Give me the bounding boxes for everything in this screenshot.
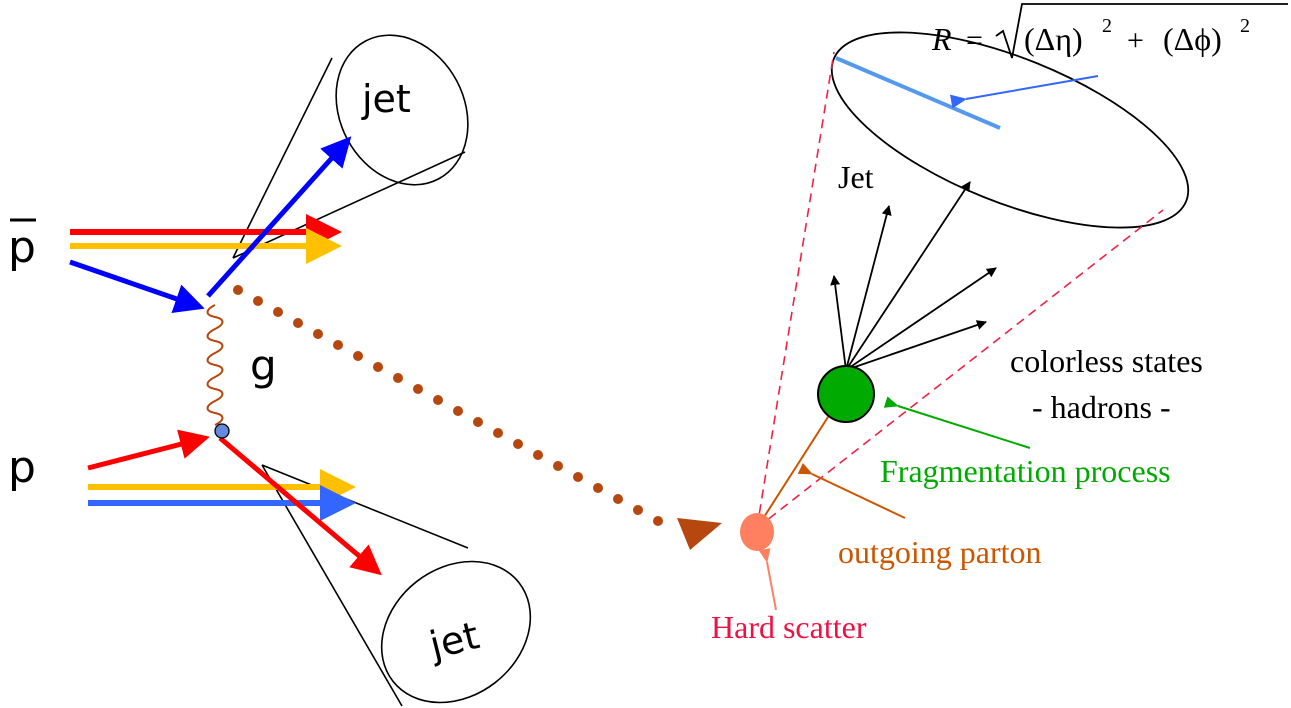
label-hadrons: - hadrons - [1032, 389, 1171, 425]
formula-delta-phi: (Δϕ) [1163, 21, 1222, 57]
gluon-line [206, 304, 224, 426]
hadron-arrows [830, 181, 997, 371]
p-red-incoming [87, 429, 210, 471]
cone-edge-right [756, 209, 1164, 529]
hard-scatter-arrow [758, 548, 777, 611]
top-jet-cone [232, 34, 469, 259]
label-gluon: g [250, 341, 277, 390]
label-jet-top: jet [361, 77, 411, 121]
label-p: p [8, 442, 36, 493]
formula-plus: + [1127, 24, 1144, 57]
label-colorless-states: colorless states [1010, 343, 1203, 379]
hadron-blob [817, 365, 875, 423]
lower-vertex-dot [214, 423, 230, 439]
hard-scatter-point [740, 513, 774, 551]
cone-radius-formula: R = (Δη) 2 + (Δϕ) 2 [931, 3, 1288, 59]
formula-eq: = [966, 24, 983, 57]
label-hard-scatter: Hard scatter [711, 609, 867, 645]
cone-radius-line [835, 56, 1001, 130]
label-pbar: p [8, 222, 36, 273]
outgoing-parton-arrow [797, 463, 906, 519]
top-jet-blue-outgoing [206, 136, 352, 298]
formula-r: R [931, 21, 952, 57]
formula-sqrt-sign [995, 3, 1288, 59]
formula-delta-eta: (Δη) [1024, 21, 1083, 57]
jet-cone-ellipse [830, 31, 1190, 229]
formula-exp-2: 2 [1240, 15, 1250, 37]
bottom-jet-red-outgoing [218, 436, 382, 576]
pbar-blue-incoming [69, 259, 205, 313]
label-jet-right: Jet [838, 159, 874, 195]
label-outgoing-parton: outgoing parton [838, 534, 1042, 570]
fragmentation-arrow [883, 396, 1031, 449]
cone-edge-left [756, 51, 835, 529]
r-pointer-arrow [950, 75, 1099, 109]
label-fragmentation: Fragmentation process [880, 453, 1171, 489]
dotted-link-arrow [233, 285, 722, 550]
formula-exp-1: 2 [1102, 15, 1112, 37]
